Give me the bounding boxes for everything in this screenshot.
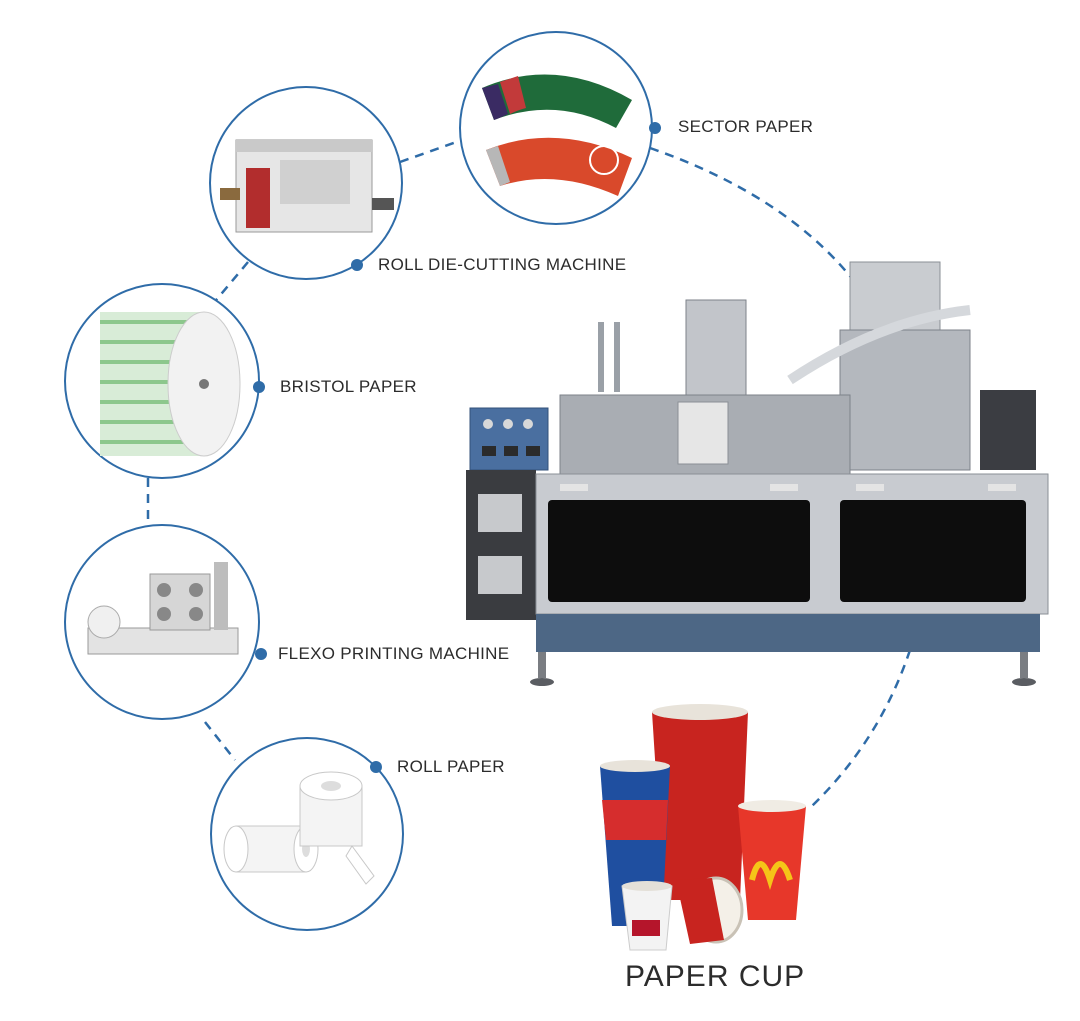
connector-machine-to-cups [811, 649, 912, 807]
roll-die-cutting-node [209, 86, 403, 280]
connector-sector-to-machine [649, 146, 870, 301]
sector-paper-icon [482, 74, 632, 196]
paper-cups-icon [600, 704, 806, 951]
flexo-printing-node [64, 524, 267, 720]
sector-paper-node [459, 31, 661, 225]
label-flexo-printing-machine: FLEXO PRINTING MACHINE [278, 644, 510, 663]
label-paper-cup: PAPER CUP [625, 960, 806, 993]
bristol-paper-roll-icon [100, 311, 241, 457]
label-roll-die-cutting-machine: ROLL DIE-CUTTING MACHINE [378, 255, 627, 274]
connectors [146, 138, 912, 807]
paper-cup-machine-icon [466, 261, 1049, 686]
roll-die-cutting-machine-icon [220, 139, 394, 233]
connector-die-cut-to-bristol [211, 261, 249, 306]
connector-die-cut-to-sector [399, 138, 463, 164]
roll-paper-icon [223, 771, 375, 885]
connector-flexo-to-roll [204, 721, 236, 761]
label-bristol-paper: BRISTOL PAPER [280, 377, 417, 396]
label-sector-paper: SECTOR PAPER [678, 117, 814, 136]
flexo-printing-machine-icon [87, 562, 239, 655]
label-roll-paper: ROLL PAPER [397, 757, 505, 776]
roll-paper-node [210, 737, 404, 931]
bristol-paper-node [64, 283, 265, 479]
